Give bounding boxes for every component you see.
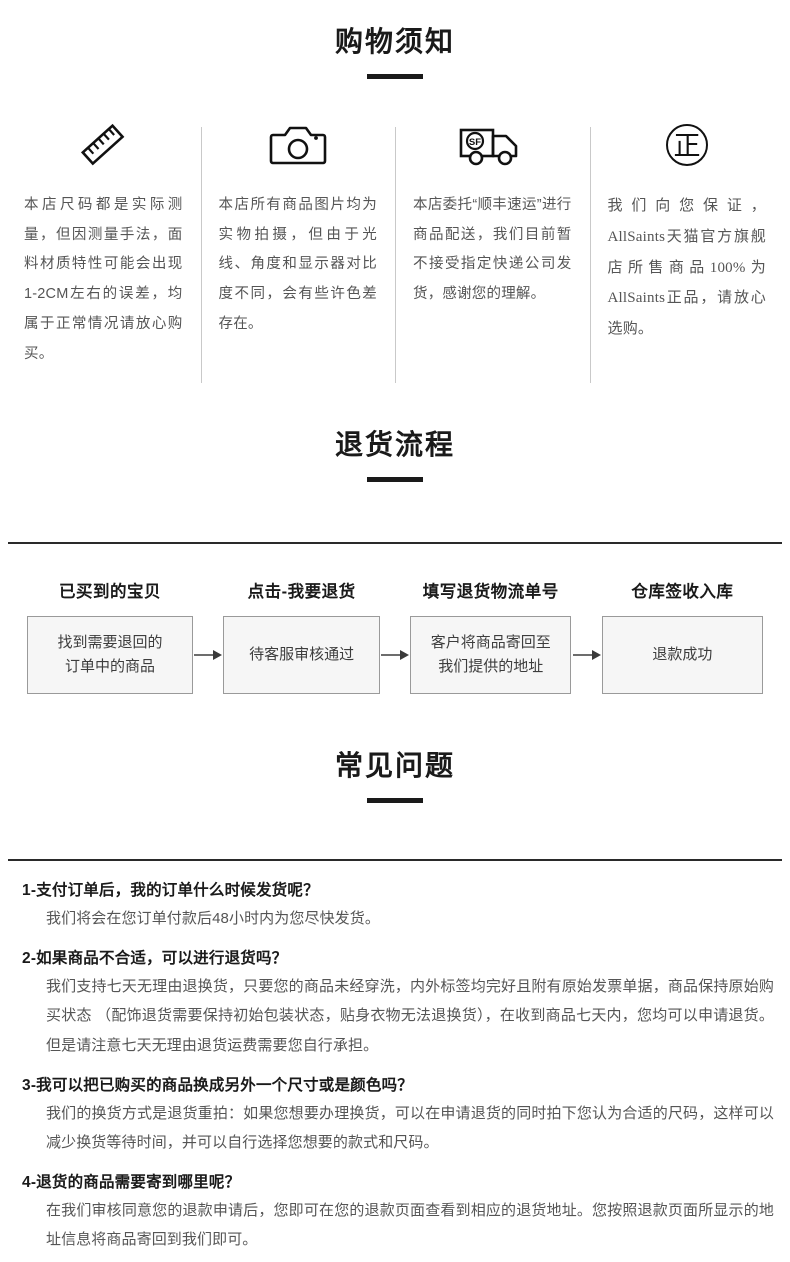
return-flow-heading: 退货流程 — [0, 429, 790, 483]
flow-step-1: 已买到的宝贝 找到需要退回的 订单中的商品 — [27, 578, 193, 695]
sf-truck-icon-label: SF — [469, 137, 481, 148]
ruler-icon — [24, 113, 183, 177]
authentic-seal-icon-label: 正 — [673, 131, 700, 161]
faq-question: 3-我可以把已购买的商品换成另外一个尺寸或是颜色吗？ — [22, 1076, 413, 1094]
flow-step-4: 仓库签收入库 退款成功 — [601, 578, 763, 695]
flow-step-body: 退款成功 — [601, 616, 763, 695]
divider — [8, 542, 782, 545]
notice-column-photography: 本店所有商品图片均为实物拍摄，但由于光线、角度和显示器对比度不同，会有些许色差存… — [200, 113, 396, 384]
faq-answer: 在我们审核同意您的退款申请后，您即可在您的退款页面查看到相应的退货地址。您按照退… — [46, 1202, 774, 1249]
flow-arrow-icon — [380, 616, 410, 694]
faq-section: 常见问题 1-支付订单后，我的订单什么时候发货呢？ 我们将会在您订单付款后48小… — [0, 752, 790, 1254]
flow-step-label: 已买到的宝贝 — [58, 583, 161, 602]
faq-answer: 我们将会在您订单付款后48小时内为您尽快发货。 — [46, 910, 380, 928]
flow-arrow-icon — [571, 616, 601, 694]
page-title: 购物须知 — [334, 26, 455, 57]
faq-question: 1-支付订单后，我的订单什么时候发货呢？ — [22, 882, 319, 900]
notice-column-authenticity: 正 我们向您保证，AllSaints天猫官方旗舰店所售商品100%为AllSai… — [589, 113, 785, 384]
camera-icon — [219, 113, 378, 177]
notice-text: 我们向您保证，AllSaints天猫官方旗舰店所售商品100%为AllSaint… — [607, 198, 766, 337]
title-underline — [367, 798, 423, 804]
title-underline — [367, 477, 423, 483]
notice-column-shipping: SF 本店委托“顺丰速运”进行商品配送，我们目前暂不接受指定快递公司发货，感谢您… — [395, 113, 590, 384]
notice-heading: 购物须知 — [0, 28, 790, 79]
faq-item: 1-支付订单后，我的订单什么时候发货呢？ 我们将会在您订单付款后48小时内为您尽… — [8, 879, 782, 933]
faq-question: 4-退货的商品需要寄到哪里呢？ — [22, 1174, 241, 1192]
faq-heading: 常见问题 — [0, 750, 790, 804]
flow-step-body: 客户将商品寄回至 我们提供的地址 — [410, 616, 572, 695]
flow-step-label: 点击-我要退货 — [247, 583, 356, 602]
authentic-seal-icon: 正 — [608, 113, 767, 177]
notice-text: 本店委托“顺丰速运”进行商品配送，我们目前暂不接受指定快递公司发货，感谢您的理解… — [413, 197, 572, 303]
faq-item: 3-我可以把已购买的商品换成另外一个尺寸或是颜色吗？ 我们的换货方式是退货重拍：… — [8, 1074, 782, 1157]
notice-text: 本店尺码都是实际测量，但因测量手法，面料材质特性可能会出现1-2CM左右的误差，… — [24, 197, 183, 362]
faq-answer: 我们支持七天无理由退换货，只要您的商品未经穿洗，内外标签均完好且附有原始发票单据… — [46, 978, 774, 1054]
section-title: 退货流程 — [334, 429, 455, 461]
flow-step-3: 填写退货物流单号 客户将商品寄回至 我们提供的地址 — [410, 578, 572, 695]
divider — [8, 859, 782, 862]
flow-step-2: 点击-我要退货 待客服审核通过 — [223, 578, 380, 695]
shopping-notice-section: 购物须知 本店尺码都是实际测量，但因测量手法，面料材质特性可能会出现1-2CM — [0, 0, 790, 384]
notice-column-measurement: 本店尺码都是实际测量，但因测量手法，面料材质特性可能会出现1-2CM左右的误差，… — [6, 113, 201, 369]
return-flow-section: 退货流程 已买到的宝贝 找到需要退回的 订单中的商品 点击-我要退货 待客服审核… — [0, 429, 790, 695]
flow-step-body: 找到需要退回的 订单中的商品 — [27, 616, 193, 695]
faq-question: 2-如果商品不合适，可以进行退货吗？ — [22, 950, 288, 968]
flow-step-label: 仓库签收入库 — [631, 583, 734, 602]
faq-item: 4-退货的商品需要寄到哪里呢？ 在我们审核同意您的退款申请后，您即可在您的退款页… — [8, 1171, 782, 1254]
faq-item: 2-如果商品不合适，可以进行退货吗？ 我们支持七天无理由退换货，只要您的商品未经… — [8, 947, 782, 1060]
faq-answer: 我们的换货方式是退货重拍：如果您想要办理换货，可以在申请退货的同时拍下您认为合适… — [46, 1104, 774, 1151]
notice-columns: 本店尺码都是实际测量，但因测量手法，面料材质特性可能会出现1-2CM左右的误差，… — [0, 113, 790, 384]
title-underline — [367, 74, 423, 79]
notice-text: 本店所有商品图片均为实物拍摄，但由于光线、角度和显示器对比度不同，会有些许色差存… — [218, 197, 377, 332]
return-flow-diagram: 已买到的宝贝 找到需要退回的 订单中的商品 点击-我要退货 待客服审核通过 — [0, 542, 790, 695]
flow-step-label: 填写退货物流单号 — [422, 583, 559, 602]
sf-truck-icon: SF — [413, 113, 572, 177]
section-title: 常见问题 — [334, 750, 455, 782]
flow-arrow-icon — [193, 616, 223, 694]
faq-list: 1-支付订单后，我的订单什么时候发货呢？ 我们将会在您订单付款后48小时内为您尽… — [0, 859, 790, 1254]
flow-step-body: 待客服审核通过 — [223, 616, 380, 695]
